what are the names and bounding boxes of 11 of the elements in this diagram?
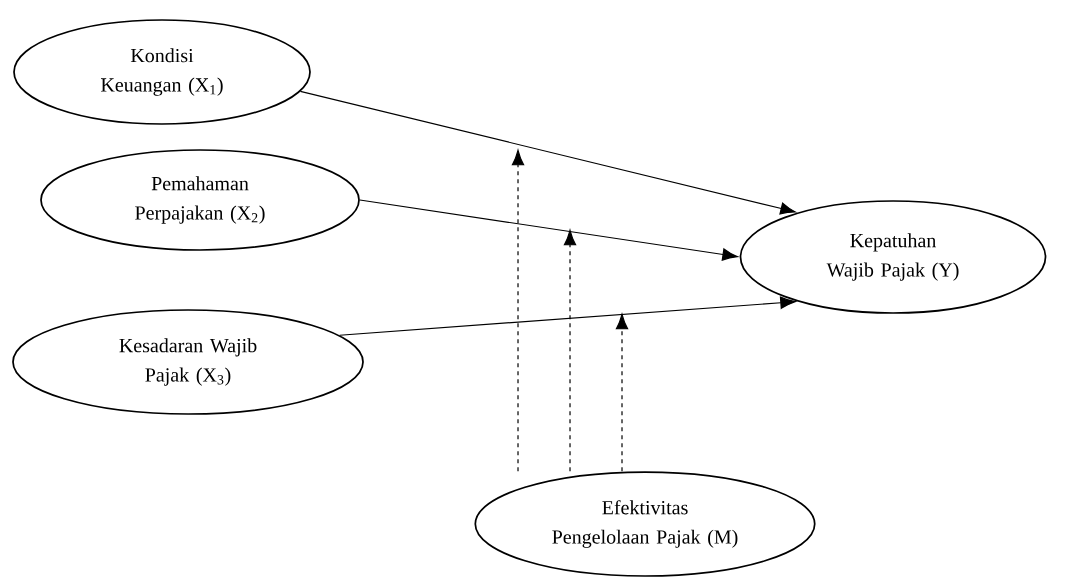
dashed-arrow [511, 149, 525, 472]
arrow [299, 90, 796, 215]
dashed-arrow [563, 229, 577, 472]
ellipse-node: Pemahaman Perpajakan (X$_{2}$) [40, 149, 360, 251]
ellipse-node: Efektivitas Pengelolaan Pajak (M) [474, 471, 816, 577]
arrow [339, 296, 796, 336]
ellipse-node: Kondisi Keuangan (X$_{1}$) [13, 19, 311, 125]
arrow [359, 199, 738, 261]
dashed-arrow [615, 313, 629, 472]
ellipse-node: Kesadaran Wajib Pajak (X$_{3}$) [12, 309, 364, 415]
ellipse-node: Kepatuhan Wajib Pajak (Y) [739, 200, 1047, 314]
